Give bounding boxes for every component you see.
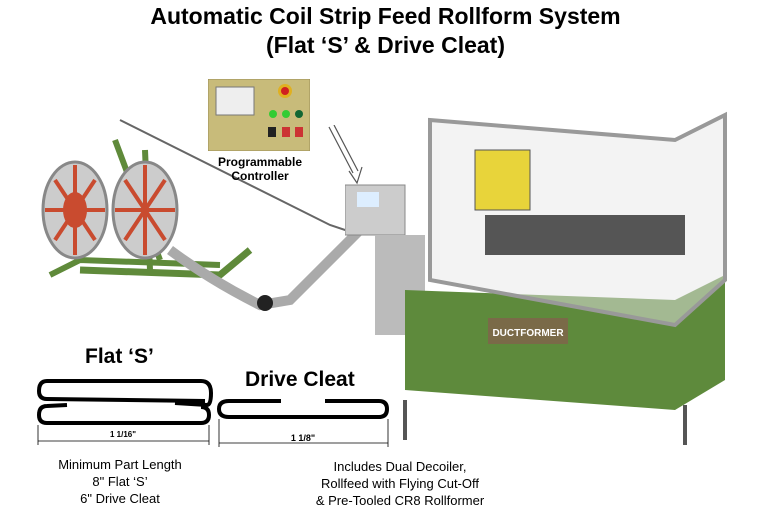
flat-s-profile-diagram: 1 1/16" [36,379,214,445]
controller-panel-image [208,79,310,151]
controller-label-line1: Programmable [217,155,303,169]
note-line: Includes Dual Decoiler, [333,459,467,474]
note-line: Minimum Part Length [58,457,182,472]
page-title-line1: Automatic Coil Strip Feed Rollform Syste… [150,3,621,29]
drive-cleat-profile-diagram: 1 1/8" [216,399,390,447]
machine-logo: DUCTFORMER [492,328,564,339]
flat-s-title: Flat ‘S’ [85,345,154,368]
note-line: & Pre-Tooled CR8 Rollformer [315,493,485,508]
drive-cleat-dimension: 1 1/8" [291,433,315,443]
controller-label: Programmable Controller [200,155,320,183]
arrow-icon [328,125,363,185]
drive-cleat-title: Drive Cleat [245,368,355,391]
controller-label-line2: Controller [231,169,289,183]
rollformer-machine-image: DUCTFORMER [345,111,727,445]
note-line: 8" Flat ‘S’ [92,474,148,489]
note-line: Rollfeed with Flying Cut-Off [321,476,479,491]
note-line: 6" Drive Cleat [80,491,160,506]
flat-s-dimension: 1 1/16" [110,430,136,439]
includes-note: Includes Dual Decoiler, Rollfeed with Fl… [280,458,520,509]
page-title-line2: (Flat ‘S’ & Drive Cleat) [265,32,505,58]
min-part-length-note: Minimum Part Length 8" Flat ‘S’ 6" Drive… [30,456,210,507]
dual-decoiler-image [41,119,364,311]
